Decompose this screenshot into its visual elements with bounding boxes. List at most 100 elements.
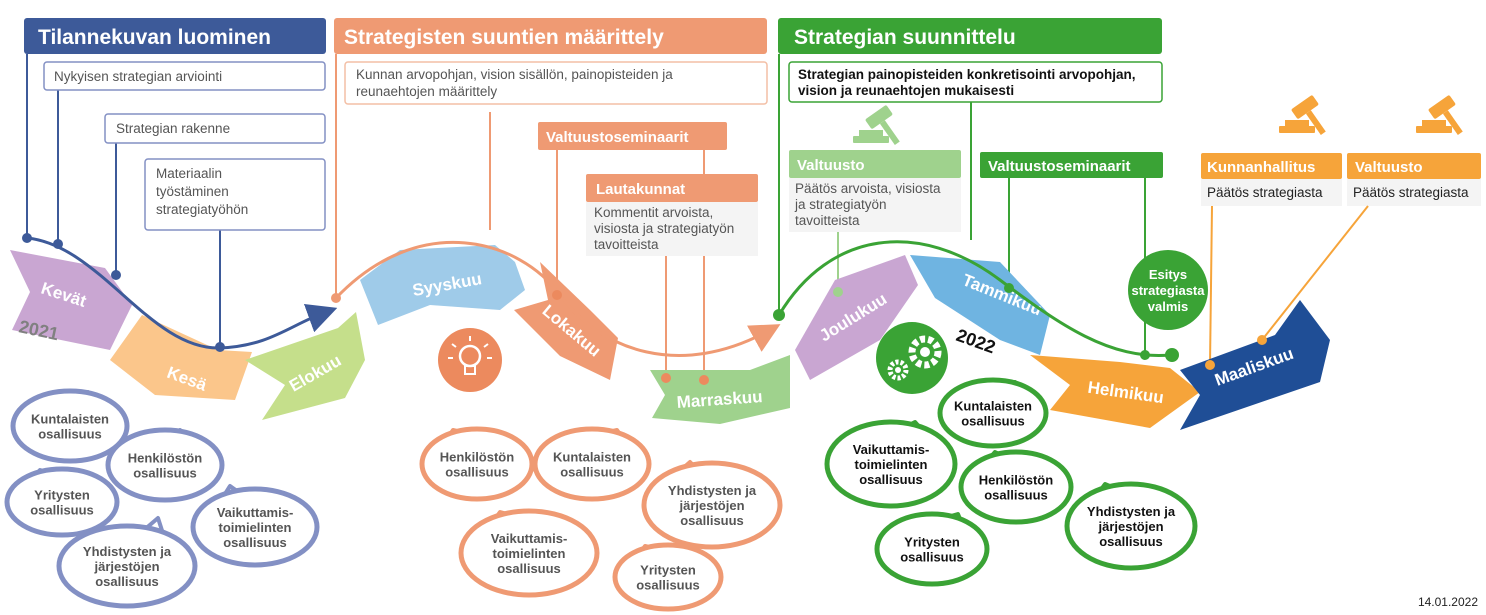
- event-lautakunnat-desc-1: Kommentit arvoista,: [594, 205, 713, 220]
- speech-bubble-text: osallisuus: [223, 535, 287, 550]
- box-materiaalin: Materiaalin työstäminen strategiatyöhön: [144, 158, 326, 231]
- speech-bubble-text: osallisuus: [95, 574, 159, 589]
- esitys-line-1: Esitys: [1149, 267, 1187, 282]
- event-valtuusto-2: Valtuusto Päätös strategiasta: [1347, 153, 1481, 206]
- speech-bubble-text: Kuntalaisten: [31, 412, 109, 427]
- event-kunnanhallitus-label: Kunnanhallitus: [1207, 159, 1315, 176]
- event-valtuusto-1-desc-1: Päätös arvoista, visiosta: [795, 181, 941, 196]
- speech-bubble-text: toimielinten: [219, 520, 292, 535]
- speech-bubble-text: osallisuus: [30, 503, 94, 518]
- month-helmikuu: Helmikuu: [1030, 355, 1200, 428]
- speech-bubble-text: Henkilöstön: [979, 473, 1053, 488]
- speech-bubble-text: Henkilöstön: [440, 450, 514, 465]
- month-syyskuu: Syyskuu: [360, 245, 525, 325]
- month-elokuu: Elokuu: [245, 312, 365, 420]
- speech-bubble-text: järjestöjen: [1097, 519, 1163, 534]
- gavel-icon: [853, 104, 908, 151]
- month-maaliskuu: Maaliskuu: [1180, 300, 1330, 430]
- event-valtuusto-1-desc-3: tavoitteista: [795, 213, 860, 228]
- esitys-line-3: valmis: [1148, 299, 1188, 314]
- event-lautakunnat-desc-2: visiosta ja strategiatyön: [594, 221, 734, 236]
- event-valtuusto-1: Valtuusto Päätös arvoista, visiosta ja s…: [789, 150, 961, 232]
- speech-bubble-text: Vaikuttamis-: [853, 442, 930, 457]
- speech-bubble-text: osallisuus: [984, 488, 1048, 503]
- event-valtuusto-2-desc: Päätös strategiasta: [1353, 185, 1469, 200]
- box-materiaalin-line-2: työstäminen: [156, 184, 229, 199]
- gavel-icon: [1416, 94, 1471, 141]
- month-marraskuu: Marraskuu: [650, 355, 790, 424]
- box-konkretisointi: Strategian painopisteiden konkretisointi…: [788, 61, 1163, 103]
- month-arrows: Kevät Kesä Elokuu Syyskuu Lokakuu Marras…: [10, 245, 1330, 430]
- speech-bubble-text: osallisuus: [445, 465, 509, 480]
- esitys-line-2: strategiasta: [1132, 283, 1206, 298]
- speech-bubble-text: toimielinten: [493, 546, 566, 561]
- phase-1-connectors: [26, 54, 221, 347]
- box-materiaalin-line-3: strategiatyöhön: [156, 202, 248, 217]
- box-nykyisen-text: Nykyisen strategian arviointi: [54, 69, 222, 84]
- box-konkretisointi-line-2: vision ja reunaehtojen mukaisesti: [798, 83, 1014, 98]
- box-rakenne-text: Strategian rakenne: [116, 121, 230, 136]
- speech-bubble-text: osallisuus: [133, 466, 197, 481]
- box-materiaalin-line-1: Materiaalin: [156, 166, 222, 181]
- speech-bubble-text: järjestöjen: [678, 498, 744, 513]
- month-tammikuu: Tammikuu: [910, 255, 1050, 355]
- gears-icon: [876, 322, 948, 394]
- event-valtuusto-1-label: Valtuusto: [797, 157, 865, 174]
- speech-bubble-text: osallisuus: [636, 578, 700, 593]
- speech-bubble-text: Yhdistysten ja: [1087, 504, 1176, 519]
- event-valtuustoseminaarit-2: Valtuustoseminaarit: [980, 152, 1163, 178]
- phase-header-3: Strategian suunnittelu: [778, 18, 1162, 54]
- phase-title-3: Strategian suunnittelu: [794, 26, 1016, 49]
- event-valtuustoseminaarit-1: Valtuustoseminaarit: [538, 122, 727, 150]
- phase-title-2: Strategisten suuntien määrittely: [344, 26, 664, 49]
- event-lautakunnat-desc-3: tavoitteista: [594, 237, 659, 252]
- event-valtuustoseminaarit-1-label: Valtuustoseminaarit: [546, 129, 689, 146]
- speech-bubble-text: Yhdistysten ja: [83, 544, 172, 559]
- event-lautakunnat: Lautakunnat Kommentit arvoista, visiosta…: [586, 174, 758, 256]
- speech-bubble-text: Vaikuttamis-: [491, 531, 568, 546]
- event-kunnanhallitus: Kunnanhallitus Päätös strategiasta: [1201, 153, 1342, 206]
- phase-header-2: Strategisten suuntien määrittely: [334, 18, 767, 54]
- speech-bubbles: KuntalaistenosallisuusHenkilöstönosallis…: [4, 377, 1198, 612]
- speech-bubble-text: osallisuus: [497, 561, 561, 576]
- month-lokakuu: Lokakuu: [514, 262, 618, 380]
- timeline-dots: [22, 233, 1267, 385]
- gavel-icon: [1279, 94, 1334, 141]
- phase-3-gold-connectors: [1209, 205, 1369, 366]
- speech-bubble-text: osallisuus: [680, 513, 744, 528]
- speech-bubble-text: Vaikuttamis-: [217, 505, 294, 520]
- box-arvopohja-line-1: Kunnan arvopohjan, vision sisällön, pain…: [356, 67, 673, 82]
- speech-bubble-text: Yritysten: [904, 535, 960, 550]
- speech-bubble-text: Kuntalaisten: [954, 399, 1032, 414]
- box-konkretisointi-line-1: Strategian painopisteiden konkretisointi…: [798, 67, 1136, 82]
- speech-bubble-text: Henkilöstön: [128, 451, 202, 466]
- month-kesa: Kesä: [110, 315, 252, 400]
- event-valtuustoseminaarit-2-label: Valtuustoseminaarit: [988, 158, 1131, 175]
- speech-bubble-text: Yhdistysten ja: [668, 483, 757, 498]
- box-arvopohja: Kunnan arvopohjan, vision sisällön, pain…: [344, 61, 768, 105]
- speech-bubble-text: osallisuus: [900, 550, 964, 565]
- event-kunnanhallitus-desc: Päätös strategiasta: [1207, 185, 1323, 200]
- event-valtuusto-2-label: Valtuusto: [1355, 159, 1423, 176]
- speech-bubble-text: Kuntalaisten: [553, 450, 631, 465]
- footer-date: 14.01.2022: [1418, 595, 1478, 609]
- speech-bubble-text: Yritysten: [34, 488, 90, 503]
- lightbulb-icon: [438, 328, 502, 392]
- box-arvopohja-line-2: reunaehtojen määrittely: [356, 84, 497, 99]
- speech-bubble-text: Yritysten: [640, 563, 696, 578]
